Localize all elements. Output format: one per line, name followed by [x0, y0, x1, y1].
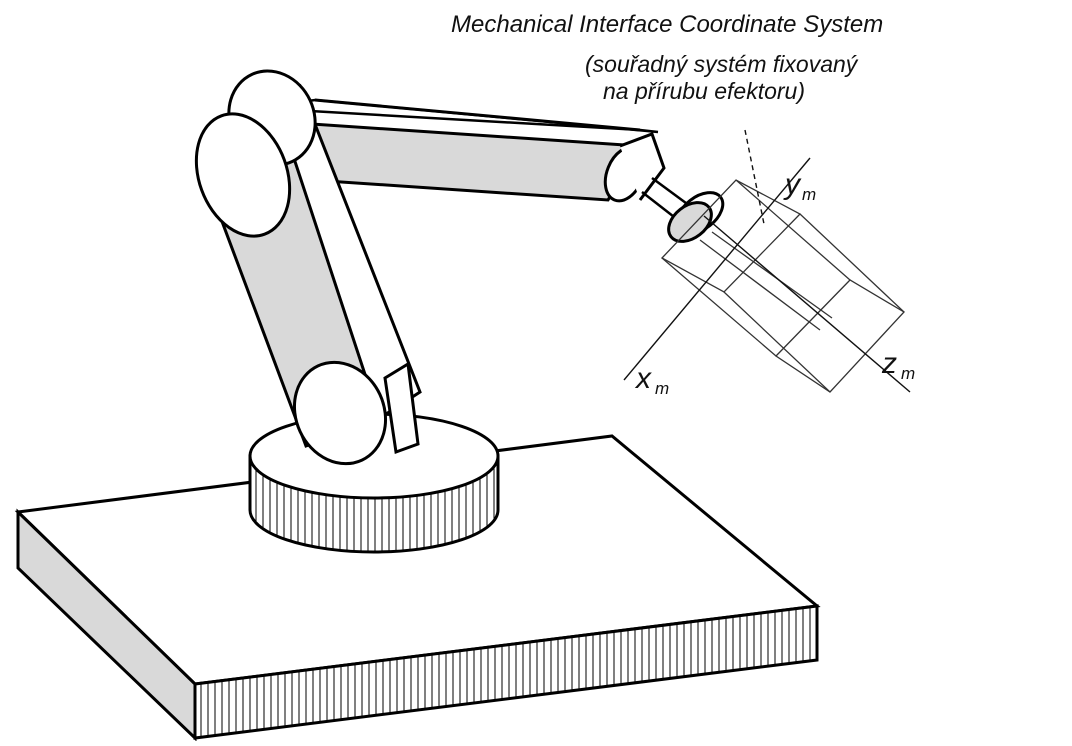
- effector-box-edge: [661, 257, 777, 357]
- wrist-shaft-top: [651, 176, 691, 208]
- elbow-joint: [292, 360, 388, 466]
- caption-subtitle-line2: na přírubu efektoru): [603, 78, 805, 104]
- end-effector-box: [660, 179, 906, 393]
- wrist-shaft-bottom: [641, 191, 679, 221]
- forearm-top-edge: [314, 98, 641, 132]
- wrist-flange: [641, 176, 725, 243]
- effector-box-edge: [799, 213, 905, 313]
- effector-box-edge: [723, 291, 831, 393]
- base-plate: [14, 434, 821, 742]
- coordinate-axes: [623, 129, 911, 393]
- forearm: [257, 98, 666, 203]
- x-axis-line: [623, 157, 811, 381]
- elbow-bracket: [383, 361, 420, 455]
- z-axis-line: [703, 215, 911, 393]
- upper-arm: [194, 69, 422, 466]
- base-plate-front-hatch: [200, 606, 811, 738]
- turntable-hatch: [255, 466, 495, 552]
- base-plate-front-face: [193, 604, 819, 740]
- diagram-caption: Mechanical Interface Coordinate System (…: [451, 11, 883, 104]
- y-axis-line: [744, 129, 765, 225]
- caption-subtitle-line1: (souřadný systém fixovaný: [585, 51, 859, 77]
- forearm-end-housing: [619, 132, 666, 201]
- effector-box-inner-edge: [699, 239, 821, 331]
- shoulder-joint: [194, 112, 292, 238]
- flange-face: [667, 201, 713, 243]
- effector-box-edge: [735, 179, 851, 281]
- caption-title: Mechanical Interface Coordinate System: [451, 11, 883, 38]
